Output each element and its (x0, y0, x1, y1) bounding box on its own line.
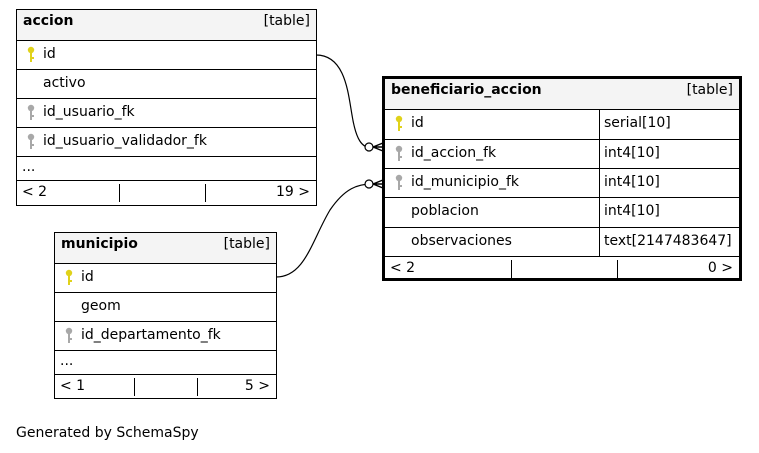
foreign-key-icon (27, 133, 35, 149)
footer-divider (134, 378, 135, 396)
children-link[interactable]: 5 > (244, 378, 270, 394)
table-beneficiario-accion[interactable]: beneficiario_accion [table] id serial[10… (382, 76, 742, 281)
column-type: int4[10] (604, 145, 660, 161)
table-row: id_accion_fk int4[10] (385, 140, 739, 169)
table-municipio[interactable]: municipio [table] id geom id_departament… (54, 232, 277, 399)
column-name: activo (43, 75, 86, 91)
column-name: id (43, 46, 56, 62)
column-divider (599, 228, 600, 256)
table-name[interactable]: beneficiario_accion (391, 82, 542, 98)
column-name: id_usuario_fk (43, 104, 135, 120)
parents-link[interactable]: < 2 (22, 184, 48, 200)
children-link[interactable]: 0 > (707, 260, 733, 276)
more-columns-ellipsis: ... (22, 159, 36, 175)
column-name: poblacion (411, 203, 479, 219)
table-row: poblacion int4[10] (385, 198, 739, 228)
foreign-key-icon (395, 145, 403, 161)
column-name: id (411, 115, 424, 131)
table-row: id_municipio_fk int4[10] (385, 169, 739, 198)
primary-key-icon (65, 269, 73, 285)
footer-divider (197, 378, 198, 396)
table-header: accion [table] (17, 10, 316, 41)
crowfoot-marker (372, 179, 384, 189)
table-row: id (17, 41, 316, 70)
more-columns-row: ... (55, 351, 276, 375)
footer-divider (205, 184, 206, 202)
more-columns-row: ... (17, 157, 316, 181)
table-kind: [table] (686, 82, 733, 98)
column-type: serial[10] (604, 115, 671, 131)
column-name: id (81, 269, 94, 285)
column-name: id_usuario_validador_fk (43, 133, 207, 149)
table-row: activo (17, 70, 316, 99)
table-header: beneficiario_accion [table] (385, 79, 739, 110)
column-divider (599, 110, 600, 139)
table-name[interactable]: municipio (61, 236, 138, 252)
column-name: observaciones (411, 233, 512, 249)
table-name[interactable]: accion (23, 13, 74, 29)
table-header: municipio [table] (55, 233, 276, 264)
column-name: id_accion_fk (411, 145, 497, 161)
column-type: text[2147483647] (604, 233, 732, 249)
relation-municipio-to-beneficiario (275, 183, 373, 278)
table-row: id_usuario_fk (17, 99, 316, 128)
column-divider (599, 169, 600, 197)
table-row: observaciones text[2147483647] (385, 228, 739, 257)
footer-divider (119, 184, 120, 202)
column-name: id_departamento_fk (81, 327, 221, 343)
table-row: id_departamento_fk (55, 322, 276, 351)
crowfoot-marker (372, 142, 384, 152)
table-kind: [table] (223, 236, 270, 252)
column-type: int4[10] (604, 174, 660, 190)
column-divider (599, 198, 600, 227)
primary-key-icon (395, 115, 403, 131)
zero-or-many-marker (364, 142, 374, 152)
table-row: id (55, 264, 276, 293)
table-kind: [table] (263, 13, 310, 29)
table-footer: < 2 0 > (385, 257, 739, 281)
table-row: geom (55, 293, 276, 322)
table-accion[interactable]: accion [table] id activo id_usuario_fk i… (16, 9, 317, 206)
relation-accion-to-beneficiario (315, 54, 373, 149)
more-columns-ellipsis: ... (60, 353, 74, 369)
footer-divider (617, 260, 618, 278)
foreign-key-icon (395, 174, 403, 190)
generator-caption: Generated by SchemaSpy (16, 425, 199, 441)
footer-divider (511, 260, 512, 278)
table-row: id serial[10] (385, 110, 739, 140)
primary-key-icon (27, 46, 35, 62)
table-footer: < 1 5 > (55, 375, 276, 399)
foreign-key-icon (65, 327, 73, 343)
parents-link[interactable]: < 2 (390, 260, 416, 276)
column-name: geom (81, 298, 121, 314)
zero-or-many-marker (364, 179, 374, 189)
column-type: int4[10] (604, 203, 660, 219)
table-row: id_usuario_validador_fk (17, 128, 316, 157)
column-divider (599, 140, 600, 168)
table-footer: < 2 19 > (17, 181, 316, 205)
children-link[interactable]: 19 > (276, 184, 310, 200)
column-name: id_municipio_fk (411, 174, 520, 190)
parents-link[interactable]: < 1 (60, 378, 86, 394)
foreign-key-icon (27, 104, 35, 120)
